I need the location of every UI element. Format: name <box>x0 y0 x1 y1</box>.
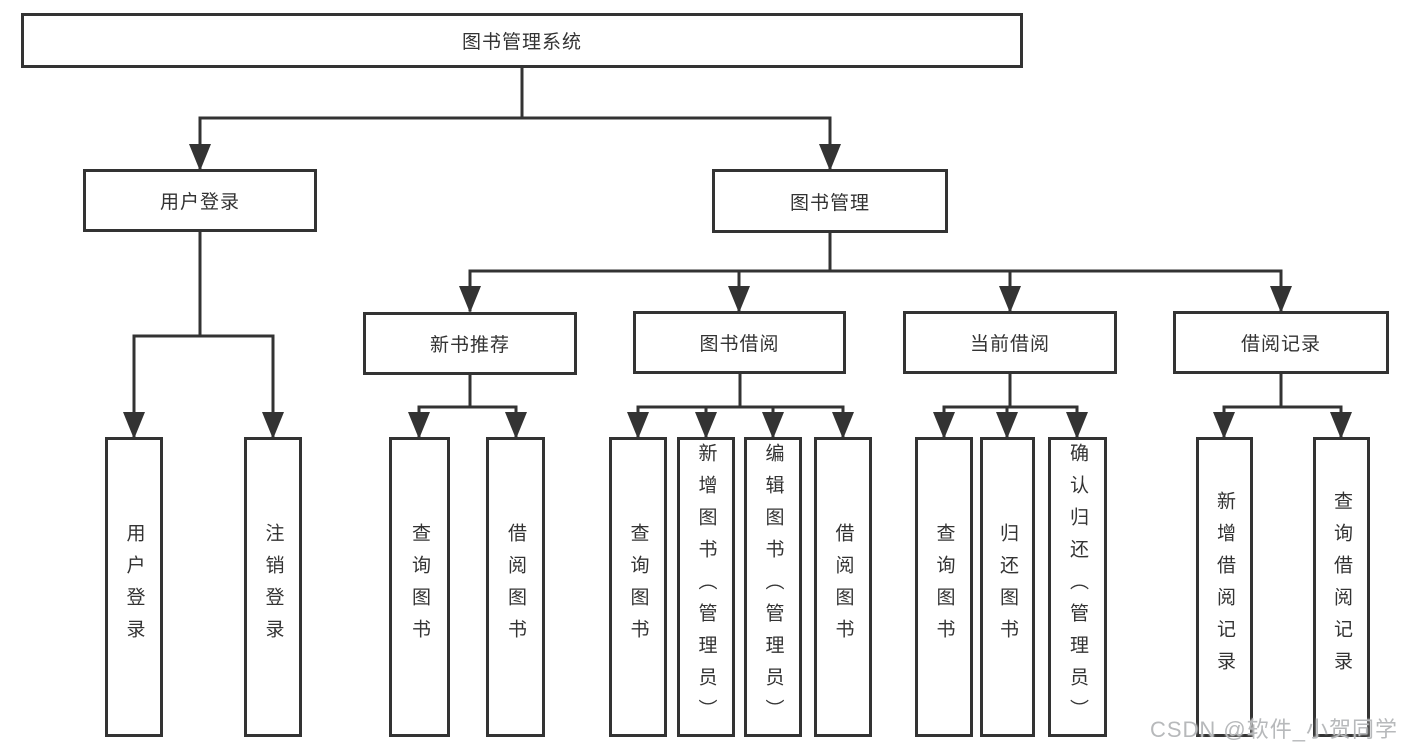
leaf-label: 查询图书 <box>933 523 955 651</box>
leaf-label: 用户登录 <box>123 523 145 651</box>
node-root: 图书管理系统 <box>21 13 1023 68</box>
leaf-label: 新增图书（管理员） <box>695 443 717 731</box>
leaf-borrow-books-recommend: 借阅图书 <box>486 437 545 737</box>
leaf-query-books-borrow: 查询图书 <box>609 437 667 737</box>
leaf-logout-login: 注销登录 <box>244 437 302 737</box>
leaf-query-books-current: 查询图书 <box>915 437 973 737</box>
leaf-confirm-return-admin: 确认归还（管理员） <box>1048 437 1107 737</box>
leaf-borrow-books-borrow: 借阅图书 <box>814 437 872 737</box>
leaf-label: 查询图书 <box>409 523 430 651</box>
leaf-return-books: 归还图书 <box>980 437 1035 737</box>
leaf-label: 归还图书 <box>997 523 1018 651</box>
leaf-label: 借阅图书 <box>832 523 854 651</box>
leaf-add-borrow-record: 新增借阅记录 <box>1196 437 1253 737</box>
leaf-label: 注销登录 <box>262 523 284 651</box>
leaf-query-borrow-record: 查询借阅记录 <box>1313 437 1370 737</box>
leaf-query-books-recommend: 查询图书 <box>389 437 450 737</box>
leaf-label: 新增借阅记录 <box>1214 491 1235 683</box>
watermark: CSDN @软件_小贺同学 <box>1149 717 1398 742</box>
leaf-label: 编辑图书（管理员） <box>762 443 784 731</box>
leaf-label: 借阅图书 <box>505 523 526 651</box>
leaf-label: 查询图书 <box>627 523 649 651</box>
node-book-management: 图书管理 <box>712 169 948 233</box>
node-current-borrowing: 当前借阅 <box>903 311 1117 374</box>
leaf-user-login: 用户登录 <box>105 437 163 737</box>
leaf-label: 查询借阅记录 <box>1331 491 1352 683</box>
node-new-book-recommendation: 新书推荐 <box>363 312 577 375</box>
node-borrowing-records: 借阅记录 <box>1173 311 1389 374</box>
leaf-edit-books-admin: 编辑图书（管理员） <box>744 437 802 737</box>
arrowheads <box>123 144 1352 439</box>
leaf-add-books-admin: 新增图书（管理员） <box>677 437 735 737</box>
node-user-login: 用户登录 <box>83 169 317 232</box>
node-book-borrowing: 图书借阅 <box>633 311 846 374</box>
leaf-label: 确认归还（管理员） <box>1067 443 1088 731</box>
connector-path <box>132 66 1343 438</box>
